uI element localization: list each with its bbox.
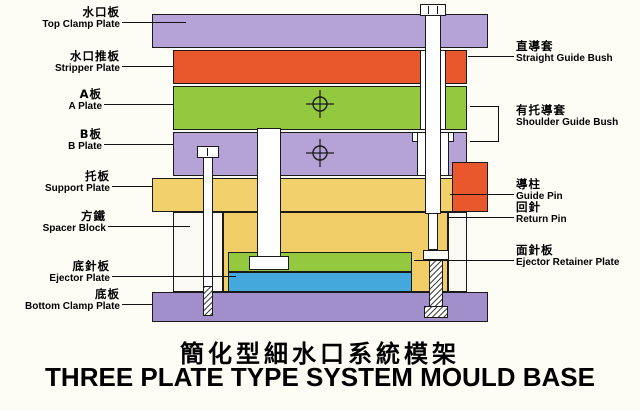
label-top-clamp-plate-en: Top Clamp Plate (42, 19, 120, 31)
label-b-plate-cn: B板 (79, 127, 102, 141)
label-return-pin-en: Return Pin (516, 214, 567, 226)
bracket-shoulder-guide-bush (470, 106, 499, 142)
guide-pin-shaft (425, 14, 441, 214)
label-stripper-plate-en: Stripper Plate (54, 63, 120, 75)
guide-pin-cap (420, 4, 446, 16)
puller-screw-thread (203, 286, 213, 316)
label-a-plate-en: A Plate (68, 101, 102, 113)
label-support-plate-cn: 托板 (85, 169, 110, 183)
leader-a-plate (104, 104, 173, 105)
return-pin-foot (424, 306, 448, 318)
label-a-plate: A板 A Plate (0, 87, 102, 113)
leader-b-plate (104, 144, 173, 145)
ejector-plate (228, 272, 412, 292)
label-a-plate-cn: A板 (79, 87, 102, 101)
label-ejector-retainer-plate-cn: 面針板 (516, 243, 554, 257)
label-shoulder-guide-bush-cn: 有托導套 (516, 103, 566, 117)
guide-pin-cap-line1 (428, 6, 429, 14)
label-ejector-plate-en: Ejector Plate (49, 273, 110, 285)
label-return-pin: 回針 Return Pin (516, 200, 638, 226)
diagram-title-english: THREE PLATE TYPE SYSTEM MOULD BASE (45, 362, 595, 392)
label-b-plate-en: B Plate (68, 141, 102, 153)
diagram-title-chinese: 簡化型細水口系統模架 (180, 340, 460, 368)
label-straight-guide-bush-cn: 直導套 (516, 39, 554, 53)
label-shoulder-guide-bush-en: Shoulder Guide Bush (516, 117, 619, 129)
puller-screw-slot (207, 148, 208, 156)
return-pin-head (423, 250, 449, 260)
label-ejector-plate-cn: 底針板 (72, 259, 110, 273)
puller-screw-shaft (203, 157, 213, 287)
leader-support-plate (112, 186, 152, 187)
label-ejector-retainer-plate-en: Ejector Retainer Plate (516, 257, 620, 269)
label-stripper-plate-cn: 水口推板 (70, 49, 120, 63)
screw-crosshair-a-plate (306, 90, 334, 118)
label-guide-pin-cn: 導柱 (516, 177, 541, 191)
label-stripper-plate: 水口推板 Stripper Plate (0, 49, 120, 75)
stripper-plate (173, 50, 467, 84)
label-straight-guide-bush: 直導套 Straight Guide Bush (516, 39, 638, 65)
leader-top-clamp-plate (122, 22, 186, 23)
label-support-plate: 托板 Support Plate (0, 169, 110, 195)
label-spacer-block-en: Spacer Block (42, 223, 106, 235)
label-straight-guide-bush-en: Straight Guide Bush (516, 53, 613, 65)
guide-pin-tip (428, 213, 438, 250)
label-b-plate: B板 B Plate (0, 127, 102, 153)
leader-guide-pin (450, 194, 514, 195)
label-top-clamp-plate: 水口板 Top Clamp Plate (0, 5, 120, 31)
label-top-clamp-plate-cn: 水口板 (82, 5, 120, 19)
leader-ejector-plate (112, 276, 236, 277)
leader-ejector-retainer-plate (414, 260, 514, 261)
label-bottom-clamp-plate: 底板 Bottom Clamp Plate (0, 287, 120, 313)
leader-stripper-plate (122, 66, 173, 67)
label-shoulder-guide-bush: 有托導套 Shoulder Guide Bush (516, 103, 638, 129)
label-support-plate-en: Support Plate (44, 183, 110, 195)
leader-spacer-block (108, 226, 190, 227)
guide-pin-cap-line2 (437, 6, 438, 14)
leader-bottom-clamp-plate (122, 304, 152, 305)
spacer-block-left (173, 212, 223, 292)
label-guide-pin: 導柱 Guide Pin (516, 177, 638, 203)
leader-straight-guide-bush (468, 56, 514, 57)
label-ejector-plate: 底針板 Ejector Plate (0, 259, 110, 285)
return-pin-shaft (429, 259, 443, 307)
spacer-block-right (448, 212, 467, 292)
label-bottom-clamp-plate-en: Bottom Clamp Plate (24, 301, 120, 313)
label-bottom-clamp-plate-cn: 底板 (95, 287, 120, 301)
label-spacer-block-cn: 方鐵 (81, 209, 106, 223)
screw-crosshair-b-plate (306, 139, 334, 167)
right-orange-block (452, 162, 488, 212)
label-spacer-block: 方鐵 Spacer Block (0, 209, 106, 235)
label-return-pin-cn: 回針 (516, 200, 541, 214)
support-pillar-base (249, 256, 289, 270)
label-ejector-retainer-plate: 面針板 Ejector Retainer Plate (516, 243, 640, 269)
support-pillar (257, 128, 281, 258)
label-guide-pin-en: Guide Pin (516, 191, 563, 203)
leader-return-pin (448, 217, 514, 218)
